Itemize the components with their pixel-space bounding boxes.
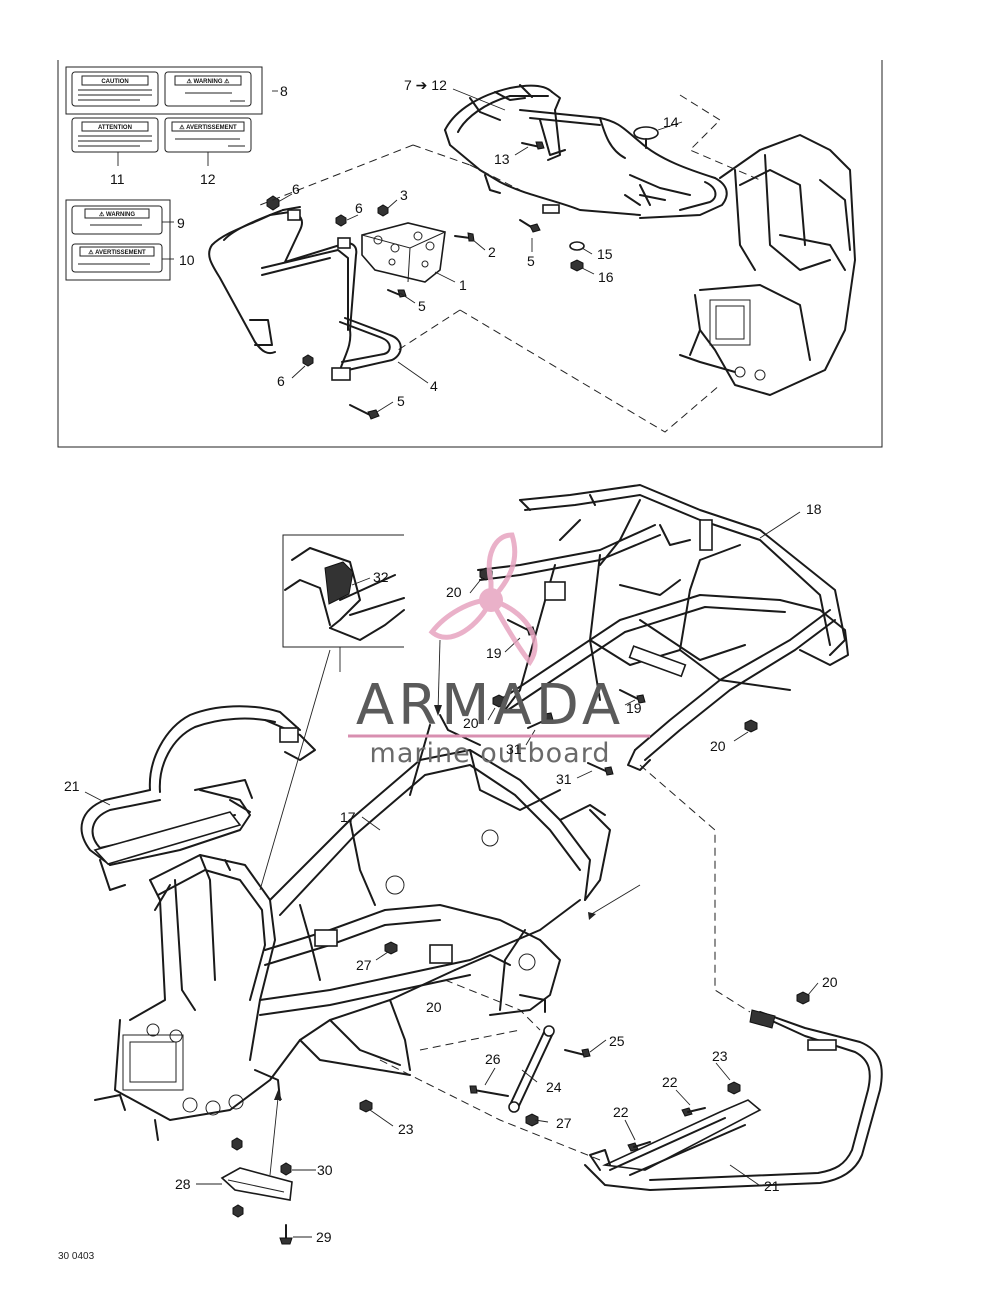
callout-23: 23	[398, 1121, 414, 1137]
decal-8-caution: CAUTION	[71, 71, 159, 107]
callout-31: 31	[506, 741, 522, 757]
watermark-tagline: marine outboard	[370, 738, 611, 769]
callout-17: 17	[340, 809, 356, 825]
callout-10: 10	[179, 252, 195, 268]
callout-6: 6	[355, 200, 363, 216]
callout-7-12: 7 ➔ 12	[404, 77, 447, 93]
callout-3: 3	[400, 187, 408, 203]
decal-11: ATTENTION	[71, 117, 159, 153]
callout-23: 23	[712, 1048, 728, 1064]
callout-4: 4	[430, 378, 438, 394]
callout-21: 21	[764, 1178, 780, 1194]
rack-left	[80, 705, 316, 891]
watermark-logo	[428, 532, 538, 667]
rack-right	[584, 991, 883, 1191]
watermark-brand: ARMADA	[356, 673, 624, 738]
callout-13: 13	[494, 151, 510, 167]
mounting-bracket	[361, 222, 446, 283]
callout-6: 6	[277, 373, 285, 389]
decal-heading: ⚠ WARNING ⚠	[186, 78, 230, 85]
callout-26: 26	[485, 1051, 501, 1067]
callouts: 8 11 12 9 10 7 ➔ 12 14 13 6 3 6 2 5 15 1…	[58, 77, 838, 1262]
callout-22: 22	[662, 1074, 678, 1090]
callout-32: 32	[373, 569, 389, 585]
callout-11: 11	[110, 171, 125, 187]
frame-partial-top	[679, 134, 856, 396]
callout-19: 19	[486, 645, 502, 661]
callout-31: 31	[556, 771, 572, 787]
callout-5: 5	[418, 298, 426, 314]
rack-hardware	[519, 126, 659, 272]
callout-20: 20	[463, 715, 479, 731]
diagram-reference: 30 0403	[58, 1251, 95, 1262]
top-hardware	[266, 195, 475, 420]
decal-heading: CAUTION	[101, 79, 128, 85]
callout-28: 28	[175, 1176, 191, 1192]
callout-29: 29	[316, 1229, 332, 1245]
callout-5: 5	[527, 253, 535, 269]
callout-24: 24	[546, 1079, 562, 1095]
decal-heading: ATTENTION	[98, 125, 132, 131]
callout-15: 15	[597, 246, 613, 262]
decal-9: ⚠ WARNING	[71, 205, 163, 235]
frame-upper-section	[477, 484, 849, 771]
callout-30: 30	[317, 1162, 333, 1178]
callout-5: 5	[397, 393, 405, 409]
watermark: ARMADA marine outboard	[348, 532, 650, 769]
callout-27: 27	[556, 1115, 572, 1131]
callout-22: 22	[613, 1104, 629, 1120]
callout-20: 20	[822, 974, 838, 990]
callout-20: 20	[426, 999, 442, 1015]
decal-12: ⚠ AVERTISSEMENT	[164, 117, 252, 153]
front-bumper	[208, 206, 402, 381]
callout-16: 16	[598, 269, 614, 285]
callout-27: 27	[356, 957, 372, 973]
callout-6: 6	[292, 181, 300, 197]
callout-21: 21	[64, 778, 80, 794]
callout-18: 18	[806, 501, 822, 517]
strut-assembly	[469, 1025, 591, 1127]
callout-20: 20	[446, 584, 462, 600]
callout-1: 1	[459, 277, 467, 293]
decal-group: CAUTION ⚠ WARNING ⚠ ATTENTION ⚠ AVERTISS…	[65, 66, 263, 281]
decal-heading: ⚠ WARNING	[99, 211, 135, 218]
callout-20: 20	[710, 738, 726, 754]
bottom-leaders	[84, 511, 819, 1238]
callout-9: 9	[177, 215, 185, 231]
callout-25: 25	[609, 1033, 625, 1049]
top-leaders	[117, 88, 761, 433]
callout-8: 8	[280, 83, 288, 99]
callout-14: 14	[663, 114, 679, 130]
callout-19: 19	[626, 700, 642, 716]
callout-2: 2	[488, 244, 496, 260]
top-panel	[57, 60, 883, 448]
callout-12: 12	[200, 171, 216, 187]
decal-heading: ⚠ AVERTISSEMENT	[179, 124, 237, 131]
rear-rack	[444, 84, 728, 219]
decal-8-warning: ⚠ WARNING ⚠	[164, 71, 252, 107]
decal-10: ⚠ AVERTISSEMENT	[71, 243, 163, 273]
skid-plate	[220, 1137, 293, 1245]
decal-heading: ⚠ AVERTISSEMENT	[88, 249, 146, 256]
inset-detail	[282, 534, 405, 672]
